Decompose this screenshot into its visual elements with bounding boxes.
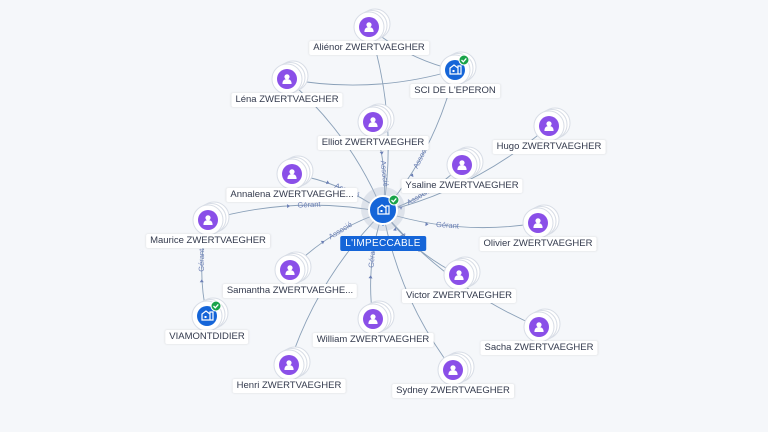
person-icon: [284, 360, 294, 370]
node-label[interactable]: Léna ZWERTVAEGHER: [231, 93, 343, 107]
person-icon: [454, 270, 464, 280]
node-william[interactable]: [357, 300, 395, 335]
node-ysaline[interactable]: [446, 146, 484, 181]
verified-check-icon: [210, 300, 222, 312]
edge-arrow-icon: [393, 227, 397, 231]
center-node[interactable]: [361, 187, 405, 231]
edge: [382, 211, 539, 229]
node-label[interactable]: Ysaline ZWERTVAEGHER: [401, 179, 523, 193]
node-maurice[interactable]: [192, 201, 230, 236]
verified-check-icon: [458, 54, 470, 66]
person-icon: [282, 74, 292, 84]
node-sydney[interactable]: [437, 351, 475, 386]
node-label[interactable]: VIAMONTDIDIER: [165, 330, 249, 344]
building-icon: [201, 310, 214, 321]
node-samantha[interactable]: [274, 251, 312, 286]
person-icon: [287, 169, 297, 179]
edge: [286, 69, 456, 86]
node-label[interactable]: Sydney ZWERTVAEGHER: [392, 384, 514, 398]
node-label[interactable]: Victor ZWERTVAEGHER: [401, 289, 517, 303]
edge-arrow-icon: [409, 173, 414, 178]
edge-arrow-icon: [325, 180, 330, 185]
person-icon: [533, 218, 543, 228]
node-label[interactable]: Hugo ZWERTVAEGHER: [492, 140, 606, 154]
node-label[interactable]: Olivier ZWERTVAEGHER: [479, 237, 597, 251]
node-victor[interactable]: [443, 256, 481, 291]
node-layer: [191, 8, 571, 386]
node-label[interactable]: Aliénor ZWERTVAEGHER: [309, 41, 429, 55]
edge-label: Gérant: [366, 244, 377, 269]
node-annalena[interactable]: [276, 155, 314, 190]
person-icon: [534, 322, 544, 332]
node-label[interactable]: Sacha ZWERTVAEGHER: [480, 341, 598, 355]
edge-label: Associé: [379, 160, 391, 187]
edge-label: Gérant: [297, 200, 321, 210]
node-label[interactable]: Henri ZWERTVAEGHER: [232, 379, 346, 393]
edge-label-layer: AssociéAssociéGérantGérantAssociéGérantA…: [197, 143, 460, 283]
node-elliot[interactable]: [357, 103, 395, 138]
person-icon: [364, 22, 374, 32]
node-alienor[interactable]: [353, 8, 391, 43]
node-sacha[interactable]: [523, 308, 561, 343]
person-icon: [448, 365, 458, 375]
node-label[interactable]: Elliot ZWERTVAEGHER: [317, 136, 429, 150]
edge-arrow-icon: [286, 204, 291, 209]
person-icon: [368, 314, 378, 324]
edge-label: Gérant: [436, 220, 460, 231]
node-label[interactable]: SCI DE L'EPERON: [410, 84, 500, 98]
node-henri[interactable]: [273, 346, 311, 381]
edge-label: Gérant: [197, 248, 206, 272]
node-lena[interactable]: [271, 60, 309, 95]
edge-arrow-icon: [379, 151, 384, 155]
node-hugo[interactable]: [533, 107, 571, 142]
person-icon: [457, 160, 467, 170]
edge-arrow-icon: [199, 279, 204, 283]
node-label[interactable]: Maurice ZWERTVAEGHER: [146, 234, 270, 248]
edge-arrow-icon: [425, 222, 429, 227]
person-icon: [368, 117, 378, 127]
node-label[interactable]: William ZWERTVAEGHER: [312, 333, 434, 347]
node-label[interactable]: Samantha ZWERTVAEGHE...: [222, 284, 358, 298]
node-label[interactable]: Annalena ZWERTVAEGHE...: [226, 188, 358, 202]
node-olivier[interactable]: [522, 204, 560, 239]
person-icon: [544, 121, 554, 131]
edge: [207, 204, 384, 221]
edge-arrow-icon: [320, 240, 325, 245]
edge-arrow-icon: [398, 206, 403, 210]
node-sci[interactable]: [439, 51, 477, 86]
edge-arrow-icon: [368, 275, 373, 279]
node-viamont[interactable]: [191, 297, 229, 332]
center-node-label[interactable]: L'IMPECCABLE: [340, 236, 426, 251]
person-icon: [203, 215, 213, 225]
verified-check-icon: [388, 194, 400, 206]
building-icon: [449, 64, 462, 75]
person-icon: [285, 265, 295, 275]
edge: [288, 211, 384, 366]
building-icon: [377, 204, 390, 215]
